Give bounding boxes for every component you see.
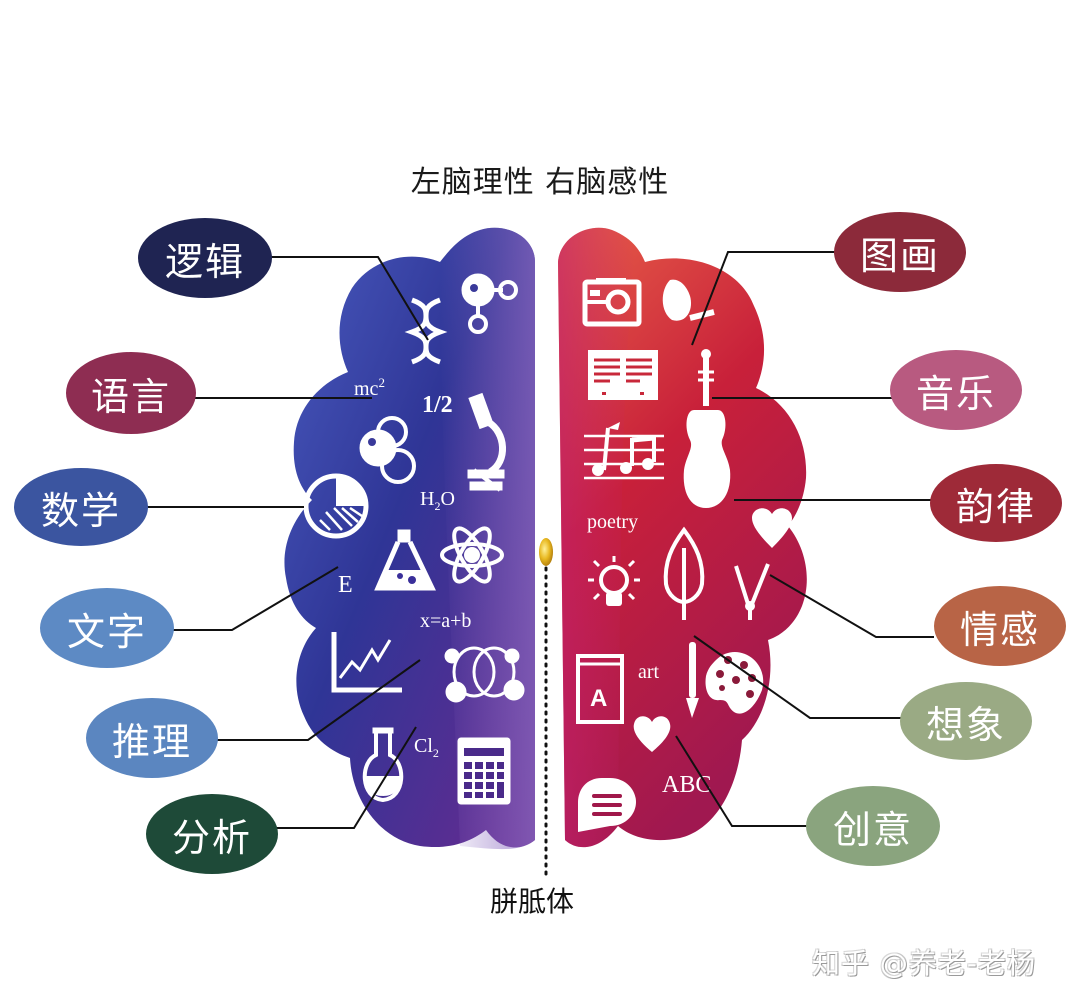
leaf-pen-icon [662, 279, 715, 321]
label-rhythm: 韵律 [930, 464, 1062, 542]
half-text: 1/2 [422, 392, 453, 418]
connector-logic [270, 256, 429, 341]
camera-icon [582, 278, 642, 327]
label-text: 文字 [66, 609, 147, 654]
label-text: 逻辑 [164, 239, 245, 284]
poetry-text: poetry [587, 511, 638, 533]
connector-reasoning [216, 659, 421, 741]
label-text: 数学 [40, 488, 121, 533]
molecules-icon [444, 646, 525, 703]
connector-analysis [274, 726, 417, 829]
flask-icon [374, 529, 436, 591]
label-emotion: 情感 [934, 586, 1066, 666]
tree-leaf-icon [663, 526, 705, 620]
mc2-text: mc2 [354, 375, 385, 400]
corpus-callosum [539, 538, 553, 878]
label-language: 语言 [66, 352, 196, 434]
connector-drawing [691, 251, 836, 346]
e-text: E [338, 572, 353, 598]
connector-emotion [769, 574, 934, 638]
atom-model-icon [359, 416, 416, 484]
brush-icon [686, 642, 699, 718]
left-icons: mc2 1/2 H2O [303, 273, 525, 805]
h2o-text: H2O [420, 488, 455, 513]
label-drawing: 图画 [834, 212, 966, 292]
connector-text [172, 566, 339, 631]
label-imagination: 想象 [900, 682, 1032, 760]
label-text: 语言 [90, 374, 171, 419]
equation-text: x=a+b [420, 610, 471, 632]
microscope-icon [467, 392, 506, 492]
heart-small-icon [633, 716, 671, 752]
label-math: 数学 [14, 468, 148, 546]
label-text: 分析 [171, 815, 252, 860]
dna-icon [404, 297, 448, 365]
label-text: 韵律 [955, 484, 1036, 529]
svg-text:A: A [590, 685, 607, 712]
connector-imagination [693, 635, 902, 719]
label-analysis: 分析 [146, 794, 278, 874]
violin-icon [683, 349, 731, 508]
label-text: 音乐 [915, 371, 996, 416]
palette-icon [705, 651, 764, 714]
chat-bubble-icon [578, 778, 636, 832]
label-text: 图画 [859, 233, 940, 278]
label-logic: 逻辑 [138, 218, 272, 298]
label-text: 想象 [925, 702, 1006, 747]
cl2-text: Cl2 [414, 735, 439, 760]
connector-lines [146, 251, 934, 829]
round-flask-icon [362, 727, 404, 803]
molecule-icon [461, 273, 518, 334]
label-text: 情感 [959, 607, 1040, 652]
calculator-icon [457, 737, 511, 805]
label-music: 音乐 [890, 350, 1022, 430]
music-notes-icon [584, 422, 664, 480]
label-text: 创意 [832, 807, 913, 852]
lightbulb-icon [588, 556, 640, 606]
connector-creativity [675, 735, 808, 827]
label-creativity: 创意 [806, 786, 940, 866]
pie-chart-icon [303, 473, 369, 539]
compass-icon [734, 563, 770, 620]
atom-icon [440, 526, 504, 584]
label-reasoning: 推理 [86, 698, 218, 778]
heart-icon [752, 508, 792, 548]
book-icon: A [576, 654, 624, 724]
diagram-title: 左脑理性 右脑感性 [410, 165, 670, 200]
gold-marker-icon [539, 538, 553, 566]
newspaper-icon [588, 350, 658, 400]
corpus-callosum-label: 胼胝体 [490, 885, 575, 918]
watermark: 知乎 @养老-老杨 [812, 947, 1037, 980]
label-writing: 文字 [40, 588, 174, 668]
right-icons: poetry [576, 278, 792, 832]
label-text: 推理 [111, 719, 192, 764]
abc-text: ABC [662, 772, 711, 798]
art-text: art [638, 661, 660, 683]
